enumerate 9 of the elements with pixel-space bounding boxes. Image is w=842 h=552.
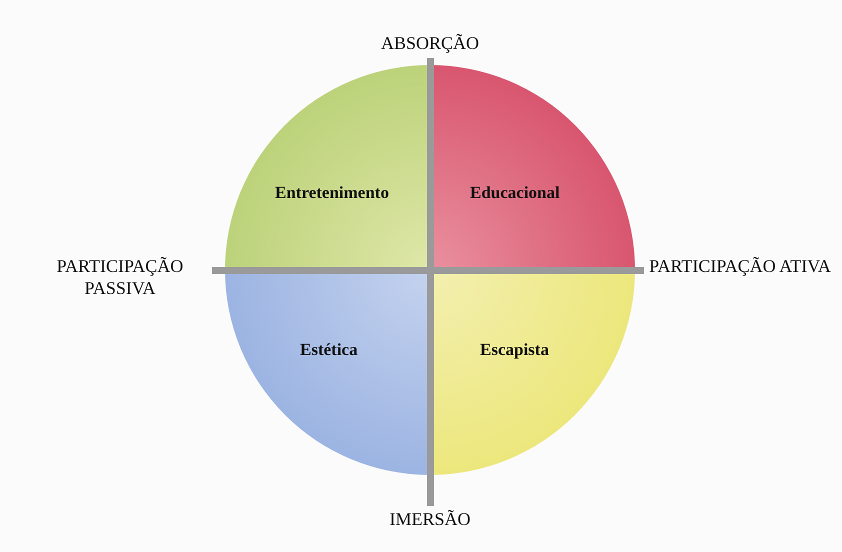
axis-label: IMERSÃO: [388, 508, 472, 530]
quadrant-label: Entretenimento: [275, 183, 389, 203]
quadrant-label: Escapista: [480, 340, 549, 360]
axis-label: ABSORÇÃO: [380, 32, 480, 54]
quadrant-sector: [225, 65, 430, 270]
quadrant-label: Educacional: [470, 183, 560, 203]
quadrant-label: Estética: [300, 340, 358, 360]
axis-label: PARTICIPAÇÃO ATIVA: [648, 255, 832, 277]
axis-label: PARTICIPAÇÃO PASSIVA: [56, 255, 184, 299]
